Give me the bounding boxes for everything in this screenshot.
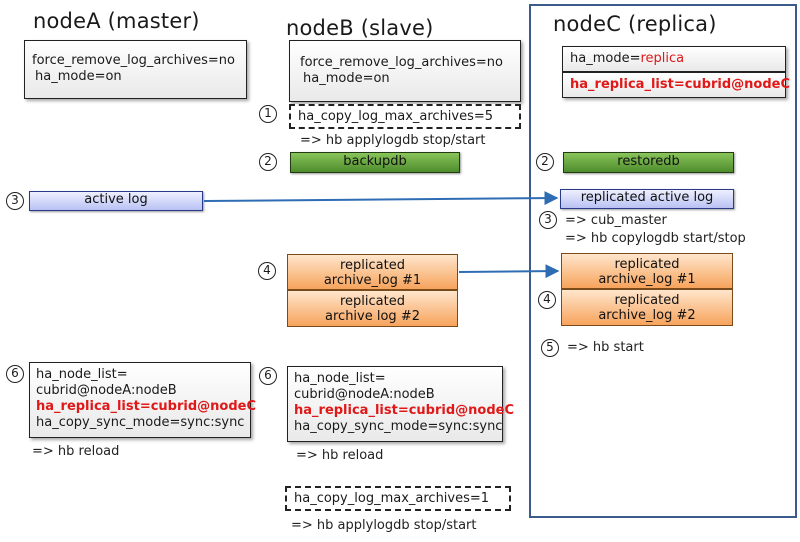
nodeB-ha-config-line: ha_replica_list=cubrid@nodeC (294, 403, 514, 418)
nodeA-config-line: force_remove_log_archives=no (32, 53, 235, 68)
nodeA-config-line: ha_mode=on (35, 69, 122, 84)
nodeB-ha-config-line: cubrid@nodeA:nodeB (294, 387, 435, 402)
nodeC-title: nodeC (replica) (553, 12, 717, 36)
nodeA-reload-cmd: => hb reload (32, 444, 120, 459)
nodeB-backupdb-box: backupdb (290, 152, 460, 173)
archive-log-arrow (458, 264, 560, 279)
nodeB-archive-log-1-line: archive_log #1 (323, 273, 422, 288)
nodeA-ha-config-line: ha_copy_sync_mode=sync:sync (36, 415, 245, 430)
nodeC-restoredb-label: restoredb (617, 154, 680, 169)
step-2-marker-nodeC: 2 (536, 153, 554, 171)
nodeB-archive-log-2-box: replicated archive log #2 (287, 290, 458, 327)
nodeC-frame (529, 4, 797, 518)
nodeA-active-log-label: active log (84, 192, 148, 207)
nodeB-archive-log-1-box: replicated archive_log #1 (287, 254, 458, 290)
nodeB-config-line: force_remove_log_archives=no (300, 55, 503, 70)
nodeC-archive-log-1-line: replicated (614, 257, 680, 272)
nodeB-config-line: ha_mode=on (303, 71, 390, 86)
nodeA-ha-config-box: ha_node_list= cubrid@nodeA:nodeB ha_repl… (29, 362, 256, 438)
nodeC-archive-log-2-line: archive_log #2 (598, 308, 696, 323)
nodeC-hb-start-cmd: => hb start (567, 340, 644, 355)
nodeC-archive-log-1-line: archive_log #1 (598, 272, 696, 287)
step-1-marker: 1 (259, 105, 277, 123)
nodeC-replica-list-box: ha_replica_list=cubrid@nodeC (562, 72, 790, 98)
nodeC-replicated-active-log-label: replicated active log (580, 190, 714, 205)
nodeB-archive-log-2-line: replicated (340, 294, 405, 309)
step-4-marker-nodeC: 4 (538, 291, 556, 309)
nodeA-ha-config-line: cubrid@nodeA:nodeB (36, 383, 177, 398)
nodeB-applylogdb-cmd-1: => hb applylogdb stop/start (300, 133, 486, 148)
nodeC-replicated-active-log-box: replicated active log (560, 189, 734, 209)
step-4-marker: 4 (258, 262, 276, 280)
nodeC-ha-mode-box: ha_mode=replica (562, 46, 786, 72)
nodeA-ha-config-line: ha_replica_list=cubrid@nodeC (36, 399, 256, 414)
nodeB-archive-log-1-line: replicated (340, 258, 405, 273)
nodeB-max-archives-5-box: ha_copy_log_max_archives=5 (289, 104, 521, 129)
nodeB-config-box: force_remove_log_archives=no ha_mode=on (289, 40, 521, 102)
nodeB-max-archives-1-text: ha_copy_log_max_archives=1 (294, 491, 490, 506)
active-log-arrow (203, 191, 559, 206)
nodeB-reload-cmd: => hb reload (296, 448, 384, 463)
nodeB-backupdb-label: backupdb (343, 154, 407, 169)
step-3-marker: 3 (6, 192, 24, 210)
nodeC-archive-log-2-line: replicated (614, 293, 680, 308)
step-6-marker-nodeB: 6 (259, 367, 277, 385)
step-5-marker: 5 (541, 339, 559, 357)
nodeA-config-box: force_remove_log_archives=no ha_mode=on (24, 40, 247, 99)
nodeB-ha-config-line: ha_node_list= (294, 371, 386, 386)
nodeC-ha-mode-value: replica (640, 51, 685, 66)
nodeA-active-log-box: active log (29, 191, 203, 211)
nodeC-replica-list: ha_replica_list=cubrid@nodeC (570, 77, 790, 92)
nodeC-archive-log-2-box: replicated archive_log #2 (561, 289, 733, 326)
nodeC-ha-mode-key: ha_mode= (570, 51, 641, 66)
nodeB-max-archives-5-text: ha_copy_log_max_archives=5 (298, 109, 494, 124)
nodeA-title: nodeA (master) (33, 9, 200, 33)
nodeB-archive-log-2-line: archive log #2 (325, 309, 420, 324)
step-2-marker: 2 (259, 153, 277, 171)
nodeC-copylogdb-cmd: => hb copylogdb start/stop (565, 231, 746, 246)
nodeB-ha-config-line: ha_copy_sync_mode=sync:sync (294, 419, 503, 434)
nodeA-ha-config-line: ha_node_list= (36, 367, 128, 382)
nodeC-restoredb-box: restoredb (563, 152, 734, 173)
nodeB-applylogdb-cmd-2: => hb applylogdb stop/start (291, 518, 477, 533)
nodeB-ha-config-box: ha_node_list= cubrid@nodeA:nodeB ha_repl… (287, 366, 514, 442)
nodeB-max-archives-1-box: ha_copy_log_max_archives=1 (285, 486, 511, 511)
nodeB-title: nodeB (slave) (286, 16, 434, 40)
step-6-marker: 6 (6, 365, 24, 383)
nodeC-archive-log-1-box: replicated archive_log #1 (561, 253, 733, 289)
step-3-marker-nodeC: 3 (539, 211, 557, 229)
nodeC-cub-master-cmd: => cub_master (565, 213, 667, 228)
